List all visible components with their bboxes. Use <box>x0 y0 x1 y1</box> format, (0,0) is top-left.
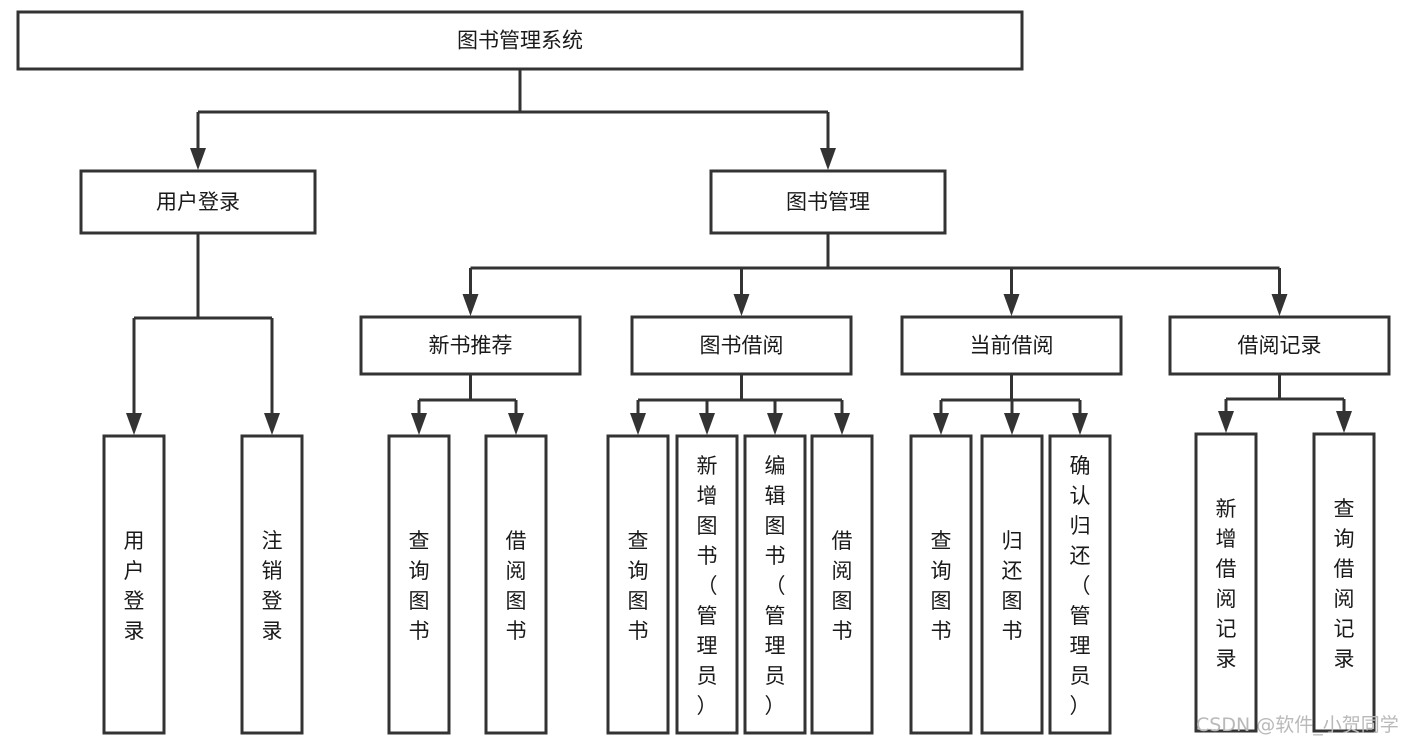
node-box-leaf-query-book-2[interactable] <box>606 434 670 735</box>
node-box-leaf-borrow-book-1[interactable] <box>484 434 548 735</box>
node-label-leaf-add-book: 新增图书（管理员） <box>697 454 718 718</box>
node-box-current-borrow[interactable] <box>900 315 1123 376</box>
node-box-new-book-rec[interactable] <box>359 315 582 376</box>
node-borrow-record[interactable]: 借阅记录 <box>1168 315 1391 376</box>
node-leaf-edit-book[interactable]: 编辑图书（管理员） <box>743 434 807 735</box>
connector-group-user-login <box>126 233 280 435</box>
node-box-leaf-return-book[interactable] <box>980 434 1044 735</box>
node-label-new-book-rec: 新书推荐 <box>429 334 513 358</box>
node-leaf-user-login[interactable]: 用户登录 <box>102 434 166 735</box>
node-leaf-borrow-book-2[interactable]: 借阅图书 <box>810 434 874 735</box>
connector-group-book-borrow <box>630 374 850 435</box>
node-new-book-rec[interactable]: 新书推荐 <box>359 315 582 376</box>
node-root[interactable]: 图书管理系统 <box>16 10 1024 71</box>
node-leaf-add-record[interactable]: 新增借阅记录 <box>1194 432 1258 733</box>
node-leaf-borrow-book-1[interactable]: 借阅图书 <box>484 434 548 735</box>
node-book-manage[interactable]: 图书管理 <box>709 169 947 235</box>
connector-group-book-manage <box>462 233 1288 316</box>
connector-group-current-borrow <box>933 374 1088 435</box>
node-label-current-borrow: 当前借阅 <box>970 334 1054 358</box>
node-leaf-return-book[interactable]: 归还图书 <box>980 434 1044 735</box>
node-box-borrow-record[interactable] <box>1168 315 1391 376</box>
connector-group-root <box>190 69 836 170</box>
node-leaf-query-book-1[interactable]: 查询图书 <box>387 434 451 735</box>
connector-layer <box>126 69 1352 435</box>
node-label-leaf-borrow-book-2: 借阅图书 <box>832 529 853 643</box>
node-box-leaf-query-book-3[interactable] <box>909 434 973 735</box>
node-user-login[interactable]: 用户登录 <box>79 169 317 235</box>
node-label-book-borrow: 图书借阅 <box>700 334 784 358</box>
node-box-root[interactable] <box>16 10 1024 71</box>
node-box-user-login[interactable] <box>79 169 317 235</box>
node-label-borrow-record: 借阅记录 <box>1238 334 1322 358</box>
node-label-leaf-borrow-book-1: 借阅图书 <box>506 529 527 643</box>
node-label-root: 图书管理系统 <box>457 29 583 53</box>
node-leaf-query-book-2[interactable]: 查询图书 <box>606 434 670 735</box>
node-layer: 图书管理系统用户登录图书管理新书推荐图书借阅当前借阅借阅记录用户登录注销登录查询… <box>16 10 1391 735</box>
node-label-leaf-add-record: 新增借阅记录 <box>1216 497 1237 671</box>
node-label-leaf-query-book-3: 查询图书 <box>931 529 952 643</box>
node-label-leaf-return-book: 归还图书 <box>1002 529 1023 643</box>
node-box-leaf-query-record[interactable] <box>1312 432 1376 733</box>
node-box-leaf-borrow-book-2[interactable] <box>810 434 874 735</box>
connector-group-new-book-rec <box>411 374 524 435</box>
node-book-borrow[interactable]: 图书借阅 <box>630 315 853 376</box>
node-box-leaf-add-record[interactable] <box>1194 432 1258 733</box>
node-box-leaf-edit-book[interactable] <box>743 434 807 735</box>
node-box-book-manage[interactable] <box>709 169 947 235</box>
node-leaf-query-book-3[interactable]: 查询图书 <box>909 434 973 735</box>
node-box-leaf-query-book-1[interactable] <box>387 434 451 735</box>
node-label-leaf-user-login: 用户登录 <box>124 529 145 643</box>
node-label-user-login: 用户登录 <box>156 190 240 214</box>
node-box-leaf-logout[interactable] <box>240 434 304 735</box>
node-label-book-manage: 图书管理 <box>786 190 870 214</box>
node-label-leaf-logout: 注销登录 <box>262 529 283 643</box>
node-box-book-borrow[interactable] <box>630 315 853 376</box>
node-label-leaf-confirm-return: 确认归还（管理员） <box>1070 454 1091 718</box>
node-leaf-logout[interactable]: 注销登录 <box>240 434 304 735</box>
node-box-leaf-confirm-return[interactable] <box>1048 434 1112 735</box>
node-leaf-confirm-return[interactable]: 确认归还（管理员） <box>1048 434 1112 735</box>
node-leaf-query-record[interactable]: 查询借阅记录 <box>1312 432 1376 733</box>
node-label-leaf-query-book-1: 查询图书 <box>409 529 430 643</box>
node-label-leaf-query-book-2: 查询图书 <box>628 529 649 643</box>
node-label-leaf-edit-book: 编辑图书（管理员） <box>765 454 786 718</box>
node-current-borrow[interactable]: 当前借阅 <box>900 315 1123 376</box>
node-leaf-add-book[interactable]: 新增图书（管理员） <box>675 434 739 735</box>
csdn-watermark: CSDN @软件_小贺同学 <box>1196 714 1399 736</box>
node-box-leaf-add-book[interactable] <box>675 434 739 735</box>
node-label-leaf-query-record: 查询借阅记录 <box>1334 497 1355 671</box>
connector-group-borrow-record <box>1218 374 1352 433</box>
node-box-leaf-user-login[interactable] <box>102 434 166 735</box>
